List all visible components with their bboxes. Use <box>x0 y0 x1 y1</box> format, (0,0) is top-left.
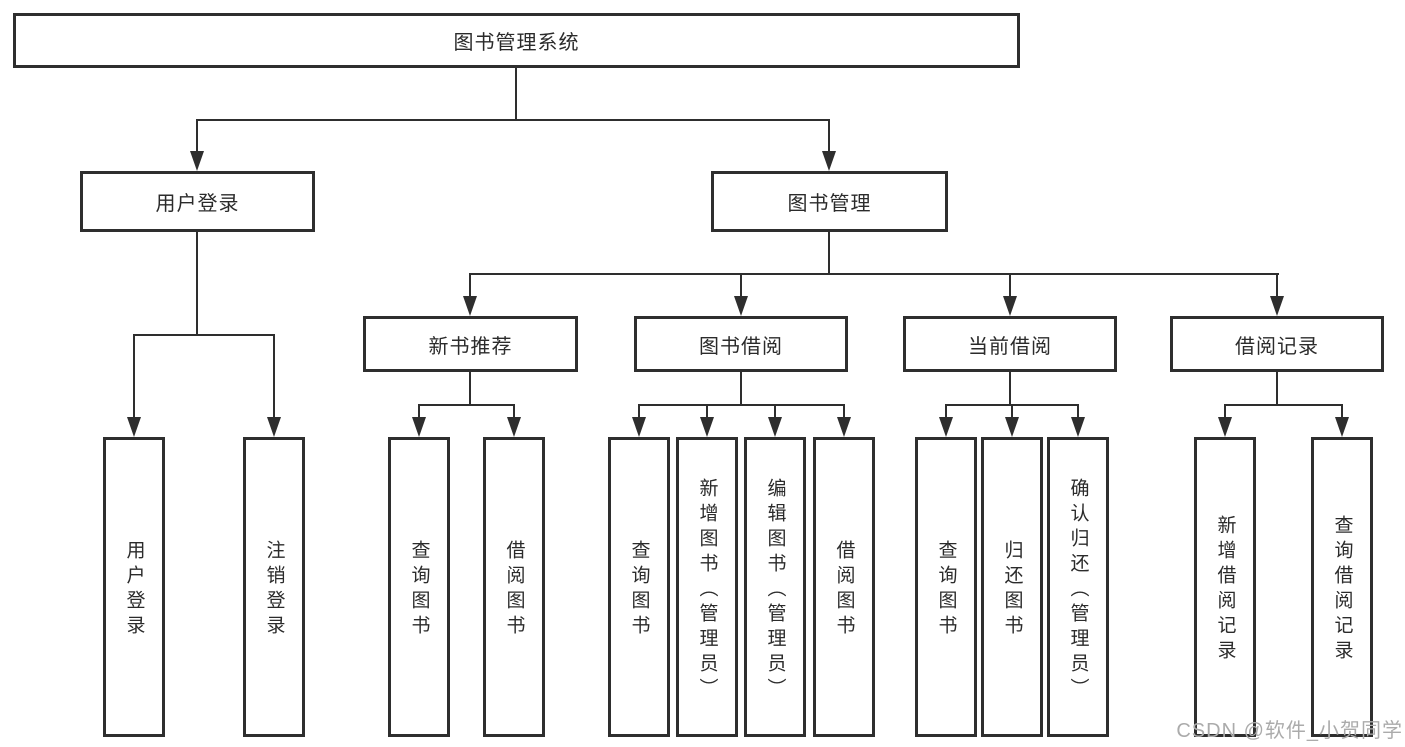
connector-branch <box>418 404 515 406</box>
leaf-logout: 注销登录 <box>243 437 305 737</box>
connector-leaf-shaft <box>418 404 420 418</box>
connector-leaf-shaft <box>1224 404 1226 418</box>
connector-user-login-branch <box>133 334 275 336</box>
connector-level3-shaft <box>1009 273 1011 297</box>
csdn-watermark: CSDN @软件_小贺同学 <box>1176 720 1403 742</box>
connector-stem <box>469 372 471 405</box>
connector-user-login-shaft <box>196 119 198 153</box>
arrowhead-down-icon <box>267 417 281 437</box>
arrowhead-down-icon <box>837 417 851 437</box>
node-user-login: 用户登录 <box>80 171 315 232</box>
arrowhead-down-icon <box>939 417 953 437</box>
connector-root-stem <box>515 68 517 120</box>
connector-level2-branch <box>196 119 830 121</box>
leaf-query-books-borrowing: 查询图书 <box>608 437 670 737</box>
arrowhead-down-icon <box>463 296 477 316</box>
leaf-add-borrow-record: 新增借阅记录 <box>1194 437 1256 737</box>
arrowhead-down-icon <box>734 296 748 316</box>
leaf-add-book-admin: 新增图书（管理员） <box>676 437 738 737</box>
leaf-query-borrow-record: 查询借阅记录 <box>1311 437 1373 737</box>
connector-leaf-shaft <box>774 404 776 418</box>
connector-leaf-shaft <box>133 334 135 418</box>
connector-stem <box>1276 372 1278 405</box>
arrowhead-down-icon <box>1003 296 1017 316</box>
arrowhead-down-icon <box>1218 417 1232 437</box>
arrowhead-down-icon <box>768 417 782 437</box>
node-new-book-recommend: 新书推荐 <box>363 316 578 372</box>
arrowhead-down-icon <box>412 417 426 437</box>
node-book-borrowing: 图书借阅 <box>634 316 848 372</box>
connector-leaf-shaft <box>843 404 845 418</box>
arrowhead-down-icon <box>1335 417 1349 437</box>
connector-level3-shaft <box>740 273 742 297</box>
arrowhead-down-icon <box>700 417 714 437</box>
connector-branch <box>638 404 845 406</box>
leaf-confirm-return-admin: 确认归还（管理员） <box>1047 437 1109 737</box>
connector-leaf-shaft <box>1341 404 1343 418</box>
leaf-return-books: 归还图书 <box>981 437 1043 737</box>
node-current-borrowing: 当前借阅 <box>903 316 1117 372</box>
connector-leaf-shaft <box>273 334 275 418</box>
connector-stem <box>1009 372 1011 405</box>
arrowhead-down-icon <box>632 417 646 437</box>
leaf-query-books-current: 查询图书 <box>915 437 977 737</box>
node-book-management: 图书管理 <box>711 171 948 232</box>
connector-branch <box>1224 404 1343 406</box>
arrowhead-down-icon <box>507 417 521 437</box>
connector-stem <box>740 372 742 405</box>
connector-leaf-shaft <box>1011 404 1013 418</box>
connector-user-login-stem <box>196 232 198 335</box>
connector-level3-shaft <box>469 273 471 297</box>
arrowhead-down-icon <box>1005 417 1019 437</box>
node-borrowing-records: 借阅记录 <box>1170 316 1384 372</box>
leaf-borrow-books-borrowing: 借阅图书 <box>813 437 875 737</box>
leaf-edit-book-admin: 编辑图书（管理员） <box>744 437 806 737</box>
leaf-user-login: 用户登录 <box>103 437 165 737</box>
arrowhead-down-icon <box>1071 417 1085 437</box>
connector-leaf-shaft <box>638 404 640 418</box>
connector-level3-branch <box>469 273 1279 275</box>
connector-book-mgmt-shaft <box>828 119 830 153</box>
connector-leaf-shaft <box>513 404 515 418</box>
leaf-borrow-books-recommend: 借阅图书 <box>483 437 545 737</box>
arrowhead-down-icon <box>190 151 204 171</box>
node-library-management-system: 图书管理系统 <box>13 13 1020 68</box>
arrowhead-down-icon <box>1270 296 1284 316</box>
connector-leaf-shaft <box>706 404 708 418</box>
connector-level3-shaft <box>1276 273 1278 297</box>
connector-book-mgmt-stem <box>828 232 830 275</box>
arrowhead-down-icon <box>822 151 836 171</box>
connector-leaf-shaft <box>1077 404 1079 418</box>
connector-leaf-shaft <box>945 404 947 418</box>
arrowhead-down-icon <box>127 417 141 437</box>
leaf-query-books-recommend: 查询图书 <box>388 437 450 737</box>
